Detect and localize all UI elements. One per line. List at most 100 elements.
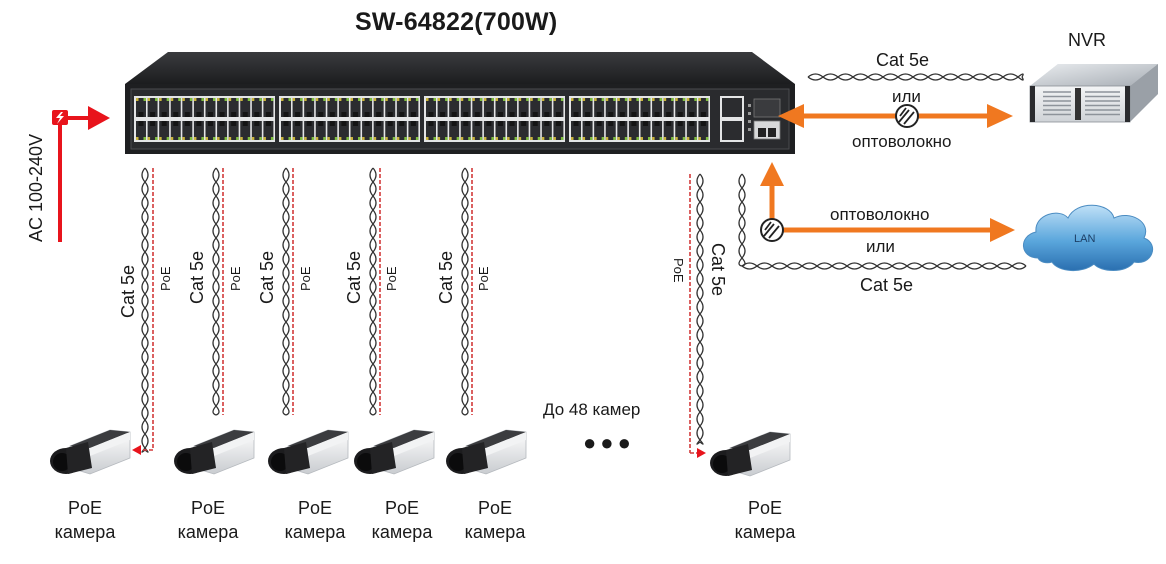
- lan-fiber-arrow-up: [760, 162, 784, 186]
- port-led: [217, 137, 220, 140]
- rj45-port: [263, 121, 274, 140]
- port-led: [240, 137, 243, 140]
- camera-label-line1: PoE: [190, 498, 226, 518]
- port-led: [526, 137, 529, 140]
- port-led: [236, 98, 239, 101]
- camera-label: PoE камера: [30, 496, 140, 544]
- port-led: [582, 137, 586, 140]
- rj45-port: [170, 98, 181, 117]
- port-led: [350, 98, 353, 101]
- port-led: [281, 98, 284, 101]
- rj45-port: [182, 121, 193, 140]
- port-led: [479, 98, 483, 101]
- port-led: [373, 137, 377, 140]
- port-led: [415, 98, 419, 101]
- port-led: [663, 137, 667, 140]
- camera-label-line2: камера: [54, 522, 116, 542]
- poe-switch: [125, 52, 795, 154]
- port-led: [617, 98, 620, 101]
- rj45-port: [338, 98, 349, 117]
- port-led: [652, 98, 655, 101]
- port-led: [472, 137, 475, 140]
- rj45-port: [460, 121, 471, 140]
- rj45-port: [472, 98, 483, 117]
- port-led: [346, 98, 349, 101]
- camera-label-line2: камера: [734, 522, 796, 542]
- port-led: [300, 137, 303, 140]
- camera-cable-label: Cat 5e: [708, 243, 728, 297]
- port-led: [549, 137, 552, 140]
- rj45-port: [281, 98, 291, 117]
- port-led: [288, 98, 291, 101]
- rj45-port: [136, 121, 146, 140]
- switch-model-title: SW-64822(700W): [355, 8, 558, 36]
- rj45-port: [217, 121, 228, 140]
- port-led: [205, 98, 208, 101]
- ip-camera-icon: [710, 431, 791, 477]
- port-led: [334, 137, 338, 140]
- port-led: [663, 98, 667, 101]
- rj45-port: [292, 98, 303, 117]
- ip-camera-icon: [446, 429, 527, 475]
- rj45-port: [582, 121, 593, 140]
- port-led: [143, 98, 146, 101]
- port-led: [507, 98, 510, 101]
- nvr-fiber-arrow-right: [987, 104, 1013, 128]
- port-led: [369, 137, 373, 140]
- port-led: [483, 137, 487, 140]
- lan-cat5e-cable: [738, 173, 1027, 270]
- rj45-port: [663, 121, 674, 140]
- power-input: [52, 106, 110, 242]
- rj45-port: [193, 121, 204, 140]
- camera-cable: [212, 167, 224, 416]
- port-led: [624, 98, 628, 101]
- fiber-converter-icon: [760, 218, 784, 242]
- port-led: [263, 98, 266, 101]
- sfp-slot: [753, 98, 781, 118]
- port-led: [201, 137, 204, 140]
- rj45-port: [217, 98, 228, 117]
- port-led: [578, 137, 581, 140]
- camera-poe-label: PoE: [671, 258, 686, 283]
- port-led: [259, 98, 262, 101]
- rj45-port: [304, 98, 315, 117]
- rj45-port: [327, 121, 338, 140]
- rj45-port: [396, 98, 407, 117]
- lan-label: LAN: [1074, 233, 1096, 245]
- rj45-port: [640, 98, 651, 117]
- port-led: [705, 98, 709, 101]
- port-led: [652, 137, 655, 140]
- port-led: [582, 98, 586, 101]
- twisted-pair: [282, 167, 290, 416]
- port-led: [705, 137, 709, 140]
- rj45-port: [228, 98, 239, 117]
- camera-cable: [132, 167, 154, 455]
- port-led: [315, 98, 319, 101]
- port-led: [178, 137, 181, 140]
- port-led: [694, 98, 697, 101]
- rj45-port: [408, 121, 419, 140]
- port-led: [228, 137, 232, 140]
- camera-cable: [461, 167, 473, 416]
- lan-or-label: или: [866, 237, 895, 256]
- port-led: [456, 98, 460, 101]
- camera-cable: [282, 167, 294, 416]
- rj45-port: [281, 121, 291, 140]
- rj45-port: [507, 98, 518, 117]
- port-led: [601, 98, 605, 101]
- port-led: [613, 98, 616, 101]
- port-led: [323, 137, 326, 140]
- ip-camera-icon: [50, 429, 131, 475]
- port-led: [170, 137, 174, 140]
- port-led: [553, 137, 556, 140]
- port-led: [385, 98, 388, 101]
- camera-label-line1: PoE: [67, 498, 103, 518]
- rj45-port: [553, 121, 564, 140]
- twisted-pair: [738, 173, 746, 267]
- port-led: [327, 137, 330, 140]
- port-led: [334, 98, 338, 101]
- port-led: [491, 137, 494, 140]
- port-led: [541, 98, 545, 101]
- cameras: [50, 429, 791, 477]
